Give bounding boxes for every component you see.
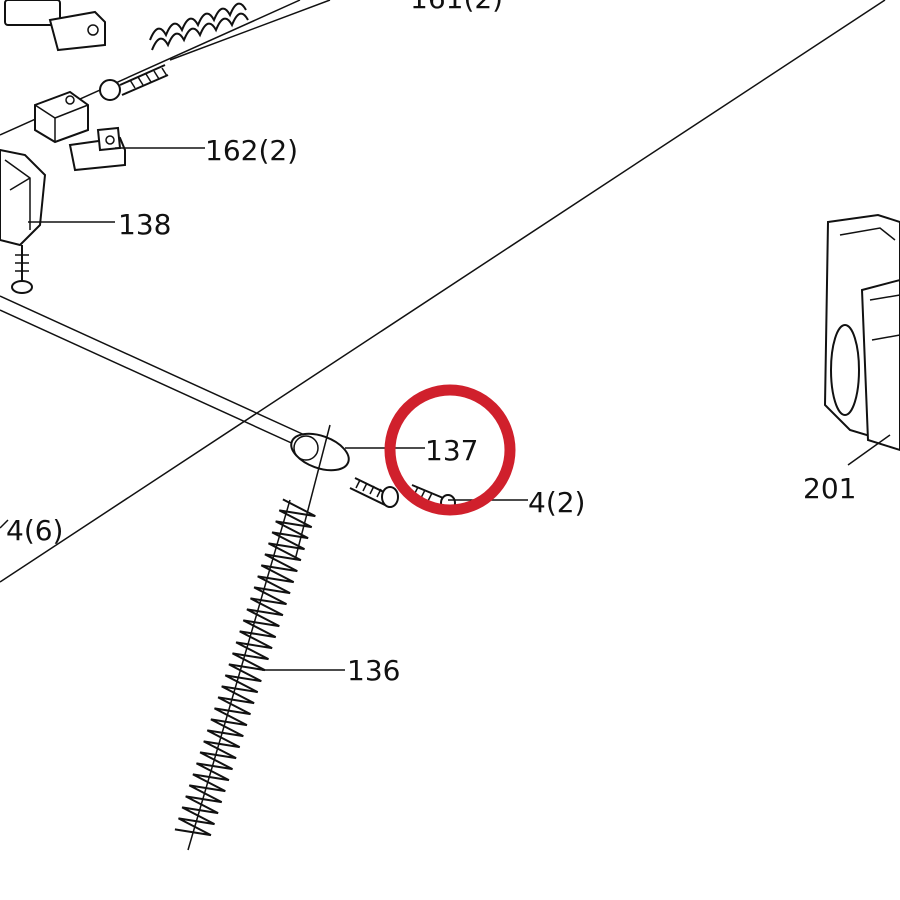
callout-138: 138 <box>118 208 171 241</box>
callout-4-6: 4(6) <box>6 514 63 547</box>
part-cable-end <box>99 64 169 101</box>
callout-4-2: 4(2) <box>528 486 585 519</box>
frame-lines <box>0 0 886 583</box>
callout-136: 136 <box>347 654 400 687</box>
callout-201: 201 <box>803 472 856 505</box>
part-136-spring <box>174 498 316 851</box>
part-201-housing <box>823 213 900 466</box>
part-spring-top <box>149 0 331 61</box>
part-top-bracket <box>4 0 106 52</box>
callout-137: 137 <box>425 434 478 467</box>
callout-161: 161(2) <box>410 0 503 15</box>
callout-labels: 161(2) 162(2) 138 137 4(2) 4(6) 136 201 <box>6 0 856 687</box>
highlight-circle <box>384 384 516 516</box>
part-block <box>34 90 89 144</box>
callout-162: 162(2) <box>205 134 298 167</box>
part-137-clamp <box>290 424 350 561</box>
part-4-bolt-a <box>349 477 399 508</box>
